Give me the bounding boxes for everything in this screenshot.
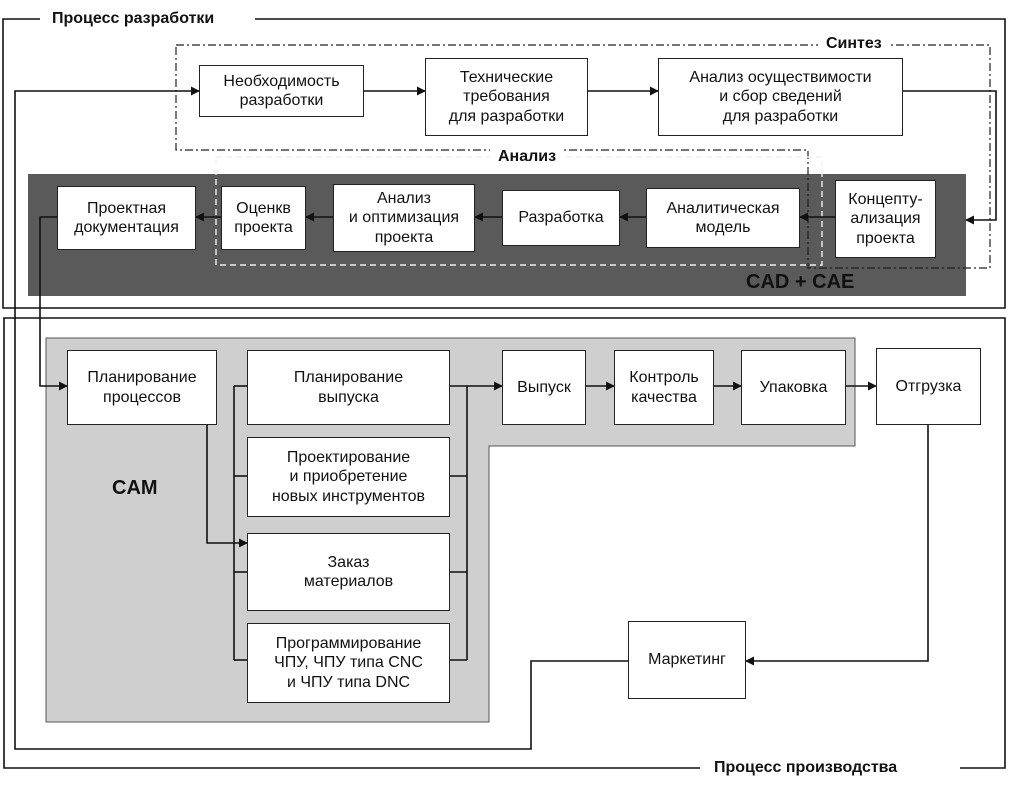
- production-planning-box: Планирование выпуска: [247, 350, 450, 425]
- analysis-label: Анализ: [490, 147, 565, 167]
- development-process-label: Процесс разработки: [44, 9, 223, 29]
- optimization-box: Анализ и оптимизация проекта: [333, 184, 475, 252]
- materials-box: Заказ материалов: [247, 533, 450, 611]
- nc-programming-box: Программирование ЧПУ, ЧПУ типа CNC и ЧПУ…: [247, 623, 450, 703]
- production-frame: [3, 317, 1006, 769]
- documentation-box: Проектная документация: [57, 186, 196, 250]
- need-box: Необходимость разработки: [199, 65, 364, 117]
- tooling-box: Проектирование и приобретение новых инст…: [247, 437, 450, 517]
- concept-box: Концепту- ализация проекта: [835, 180, 936, 258]
- evaluation-box: Оценкв проекта: [221, 186, 306, 250]
- quality-box: Контроль качества: [614, 350, 714, 425]
- analytic-model-box: Аналитическая модель: [646, 188, 800, 248]
- cam-label: CAM: [112, 477, 158, 499]
- development-box: Разработка: [502, 190, 620, 246]
- cad-cae-label: CAD + CAE: [746, 271, 855, 293]
- requirements-box: Технические требования для разработки: [425, 58, 588, 136]
- synthesis-label: Синтез: [818, 34, 890, 54]
- development-frame: [2, 18, 1006, 309]
- marketing-box: Маркетинг: [628, 621, 746, 699]
- production-process-label: Процесс производства: [706, 758, 906, 778]
- feasibility-box: Анализ осуществимости и сбор сведений дл…: [658, 58, 903, 136]
- packaging-box: Упаковка: [741, 350, 846, 425]
- shipping-box: Отгрузка: [876, 348, 981, 425]
- synthesis-frame: [175, 44, 991, 269]
- process-planning-box: Планирование процессов: [67, 350, 217, 425]
- output-box: Выпуск: [502, 350, 586, 425]
